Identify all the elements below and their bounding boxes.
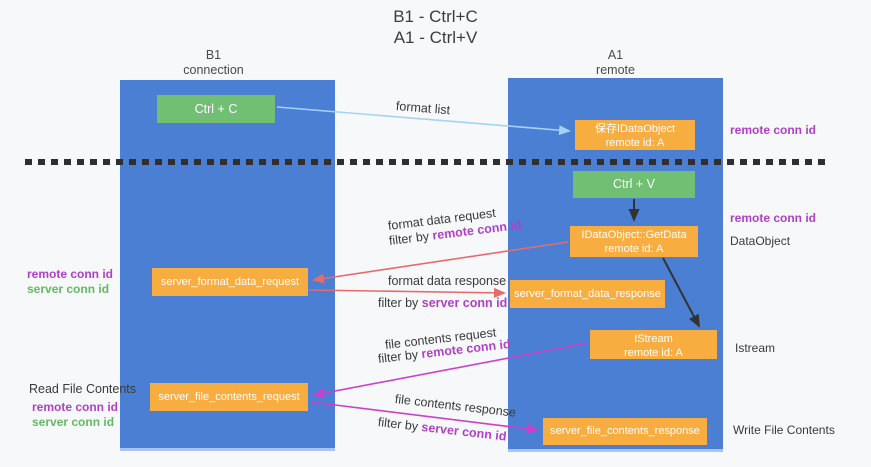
server-format-data-response-box: server_format_data_response [510,280,665,308]
read-file-contents-annotation: Read File Contents [29,382,137,396]
server-format-data-request-box: server_format_data_request [152,268,308,296]
ctrl-v-box: Ctrl + V [573,171,695,198]
idataobject-getdata-line1: IDataObject::GetData [581,229,687,241]
save-idataobject-box: 保存IDataObject remote id: A [575,120,695,150]
column-b1-sub: connection [183,63,244,77]
filter-prefix: filter by [377,347,423,366]
filter-by-server-conn-id-label-1: filter by server conn id [378,296,507,310]
remote-conn-id-annotation-left-1: remote conn id [27,267,114,281]
server-file-contents-response-box: server_file_contents_response [543,418,707,445]
server-file-contents-request-box: server_file_contents_request [150,383,308,411]
format-request-to-response-arrow [308,287,506,298]
format-list-label: format list [395,99,451,118]
column-a1-name: A1 [607,48,624,62]
remote-conn-id-annotation-left-2: remote conn id [32,400,119,414]
istream-annotation: Istream [735,341,776,355]
server-conn-id-text: server conn id [421,296,508,310]
remote-conn-id-annotation-right-2: remote conn id [730,211,817,225]
ctrl-c-box: Ctrl + C [157,95,275,123]
server-conn-id-text: server conn id [420,419,508,444]
dataobject-annotation: DataObject [730,234,791,248]
filter-prefix: filter by [377,415,423,434]
left-conn-id-stack-1: remote conn id server conn id [27,267,113,297]
server-conn-id-annotation-left-2: server conn id [32,415,115,429]
column-header-b1: B1 connection [106,48,321,78]
title-line-1: B1 - Ctrl+C [393,7,478,26]
left-conn-id-stack-2: remote conn id server conn id [32,400,118,430]
diagram-title: B1 - Ctrl+C A1 - Ctrl+V [0,6,871,48]
filter-by-server-conn-id-label-2: filter by server conn id [377,415,507,444]
column-a1-sub: remote [596,63,635,77]
title-line-2: A1 - Ctrl+V [393,28,478,47]
idataobject-getdata-box: IDataObject::GetData remote id: A [570,226,698,257]
format-data-response-label: format data response [388,274,507,288]
istream-box-line2: remote id: A [624,347,683,359]
remote-conn-id-annotation-right-1: remote conn id [730,123,817,137]
idataobject-getdata-line2: remote id: A [604,243,664,255]
istream-box: IStream remote id: A [590,330,717,359]
filter-prefix: filter by [378,296,422,310]
save-idataobject-line1: 保存IDataObject [594,123,676,135]
istream-box-line1: IStream [634,333,673,345]
server-conn-id-annotation-left-1: server conn id [27,282,110,296]
column-b1-name: B1 [205,48,222,62]
file-contents-response-label: file contents response [394,392,517,420]
write-file-contents-annotation: Write File Contents [733,423,835,437]
column-header-a1: A1 remote [508,48,723,78]
save-idataobject-line2: remote id: A [605,137,665,149]
